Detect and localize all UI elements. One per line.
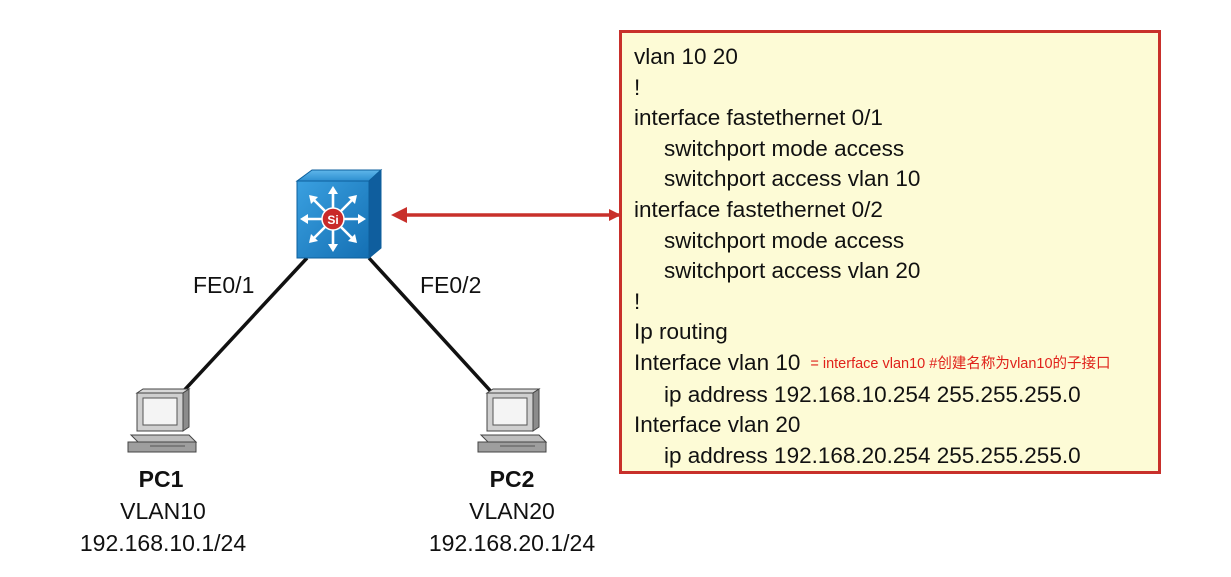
config-line: interface fastethernet 0/2 [634, 196, 883, 222]
port-label-fe0-1: FE0/1 [193, 272, 255, 298]
config-line-text: Interface vlan 10 [634, 349, 801, 375]
pc2-vlan: VLAN20 [469, 498, 555, 524]
config-line: switchport access vlan 20 [664, 258, 921, 284]
pc1-computer-icon[interactable] [127, 388, 198, 453]
port-label-fe0-2: FE0/2 [420, 272, 482, 298]
config-line: Interface vlan 20 [634, 412, 801, 438]
config-line: ! [634, 74, 641, 100]
config-box: vlan 10 20 ! interface fastethernet 0/1 … [619, 30, 1161, 474]
config-line: interface fastethernet 0/1 [634, 105, 883, 131]
pc1-ip: 192.168.10.1/24 [79, 530, 247, 556]
config-line: ip address 192.168.10.254 255.255.255.0 [664, 381, 1081, 407]
config-line: switchport access vlan 10 [664, 166, 921, 192]
arrow-head [391, 207, 407, 223]
config-line: ! [634, 288, 641, 314]
config-line-with-note: Interface vlan 10 = interface vlan10 #创建名… [634, 348, 1158, 380]
pc2-computer-icon[interactable] [477, 388, 548, 453]
config-line: ip address 192.168.20.254 255.255.255.0 [664, 442, 1081, 468]
annotation-note: = interface vlan10 #创建名称为vlan10的子接口 [810, 355, 1111, 372]
config-line: switchport mode access [664, 135, 905, 161]
config-line: Ip routing [634, 319, 728, 345]
switch-badge: Si [327, 213, 338, 227]
pc1-name: PC1 [138, 466, 184, 492]
pc2-name: PC2 [489, 466, 535, 492]
pc2-ip: 192.168.20.1/24 [428, 530, 596, 556]
config-line: switchport mode access [664, 227, 905, 253]
pc1-vlan: VLAN10 [120, 498, 206, 524]
layer3-switch-icon[interactable]: Si [295, 168, 383, 260]
link-fe0-2 [367, 256, 498, 399]
link-fe0-1 [176, 256, 309, 399]
config-line: vlan 10 20 [634, 44, 738, 69]
